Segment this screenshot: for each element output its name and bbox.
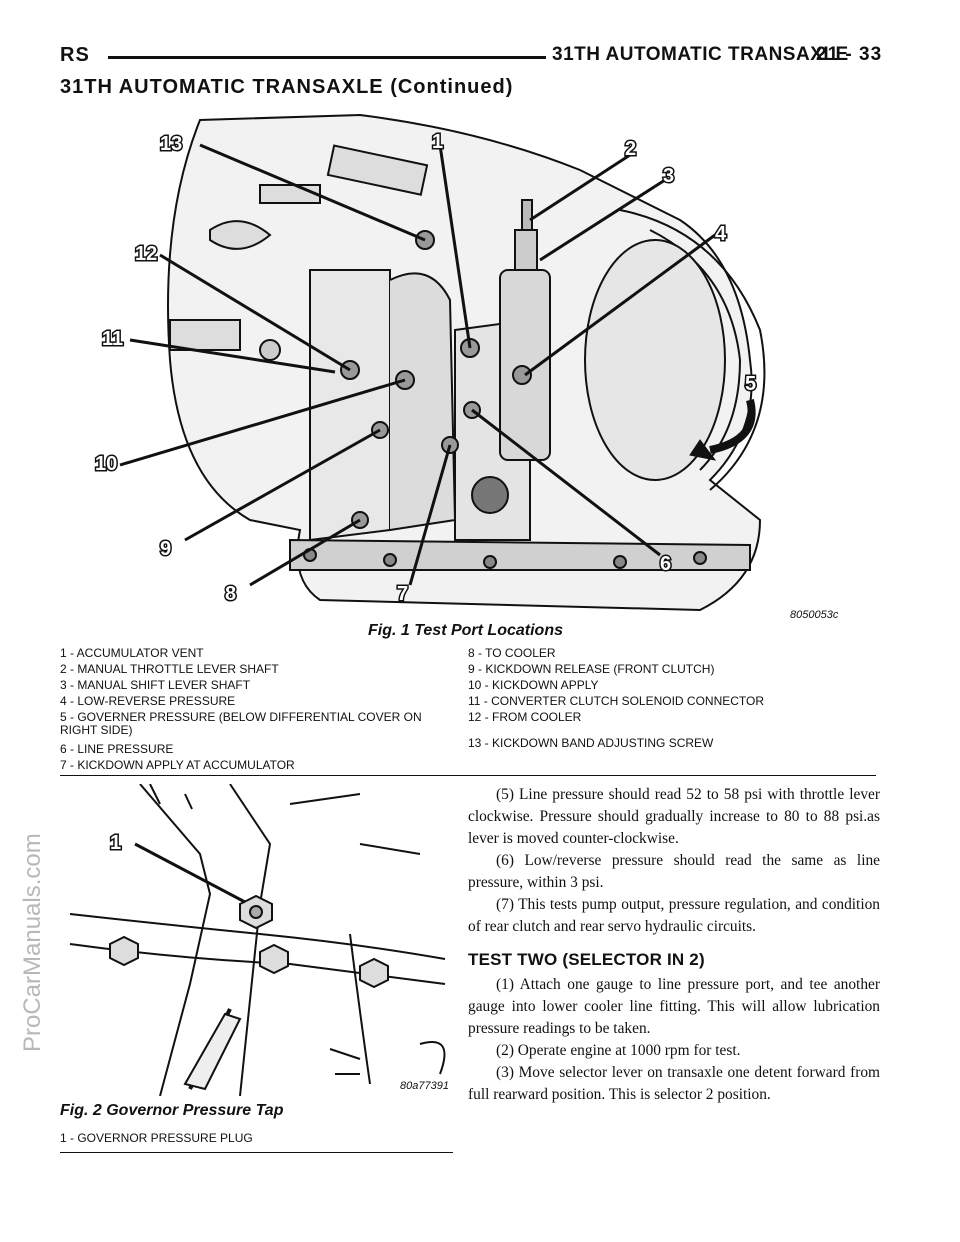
callout-3: 3 [663, 165, 674, 187]
paragraph: (2) Operate engine at 1000 rpm for test. [496, 1042, 741, 1059]
legend-item: 1 - GOVERNOR PRESSURE PLUG [60, 1131, 253, 1145]
callout-2: 2 [625, 138, 636, 160]
section-heading: TEST TWO (SELECTOR IN 2) [468, 950, 705, 969]
watermark: ProCarManuals.com [19, 833, 46, 1052]
body-text-column: (5) Line pressure should read 52 to 58 p… [468, 784, 880, 1106]
callout-6: 6 [660, 553, 671, 575]
figure-2-illustration: 1 80a77391 [69, 784, 449, 1096]
paragraph: (1) Attach one gauge to line pressure po… [468, 976, 880, 1037]
figure-1-illustration: 13 1 2 3 4 12 11 5 10 9 6 8 7 8050053c [94, 113, 839, 621]
callout-9: 9 [160, 538, 171, 560]
legend-item: 2 - MANUAL THROTTLE LEVER SHAFT [60, 662, 279, 676]
callout-5: 5 [745, 373, 756, 395]
callout-11: 11 [102, 328, 123, 350]
callout-1: 1 [432, 131, 443, 153]
callout-10: 10 [95, 453, 117, 475]
legend-item: 13 - KICKDOWN BAND ADJUSTING SCREW [468, 736, 714, 750]
figure-2-caption: Fig. 2 Governor Pressure Tap [60, 1102, 284, 1119]
paragraph: (5) Line pressure should read 52 to 58 p… [468, 786, 880, 847]
legend-item: 11 - CONVERTER CLUTCH SOLENOID CONNECTOR [468, 694, 765, 708]
callout-8: 8 [225, 583, 236, 605]
legend-item: 8 - TO COOLER [468, 646, 556, 660]
figure-2-code: 80a77391 [400, 1080, 449, 1092]
legend-item: 10 - KICKDOWN APPLY [468, 678, 599, 692]
legend-item: 7 - KICKDOWN APPLY AT ACCUMULATOR [60, 758, 295, 772]
callout-4: 4 [715, 223, 727, 245]
legend-item: 6 - LINE PRESSURE [60, 742, 174, 756]
callout-13: 13 [160, 133, 182, 155]
page-header-section-code: RS [60, 44, 90, 66]
callout-7: 7 [397, 583, 408, 605]
figure-1-legend-left: 1 - ACCUMULATOR VENT 2 - MANUAL THROTTLE… [60, 645, 460, 773]
paragraph: (3) Move selector lever on transaxle one… [468, 1064, 880, 1103]
callout-12: 12 [135, 243, 157, 265]
figure-1-rule [60, 775, 876, 776]
figure-1-code: 8050053c [790, 609, 839, 621]
page-number: 21 - 33 [816, 44, 883, 65]
figure-1-caption: Fig. 1 Test Port Locations [368, 622, 563, 639]
legend-item: 4 - LOW-REVERSE PRESSURE [60, 694, 236, 708]
page-header-title: 31TH AUTOMATIC TRANSAXLE [552, 44, 849, 65]
figure-1-legend-right: 8 - TO COOLER 9 - KICKDOWN RELEASE (FRON… [468, 645, 878, 751]
paragraph: (6) Low/reverse pressure should read the… [468, 852, 880, 891]
fig2-callout-1: 1 [110, 832, 121, 854]
legend-item: RIGHT SIDE) [60, 723, 133, 737]
legend-item: 9 - KICKDOWN RELEASE (FRONT CLUTCH) [468, 662, 715, 676]
legend-item: 12 - FROM COOLER [468, 710, 582, 724]
legend-item: 5 - GOVERNER PRESSURE (BELOW DIFFERENTIA… [60, 710, 422, 724]
legend-item: 1 - ACCUMULATOR VENT [60, 646, 204, 660]
figure-2-rule [60, 1152, 453, 1153]
legend-item: 3 - MANUAL SHIFT LEVER SHAFT [60, 678, 251, 692]
svg-text:ProCarManuals.com: ProCarManuals.com [19, 833, 46, 1052]
section-heading-continued: 31TH AUTOMATIC TRANSAXLE (Continued) [60, 76, 514, 98]
figure-2-legend: 1 - GOVERNOR PRESSURE PLUG [60, 1130, 450, 1146]
paragraph: (7) This tests pump output, pressure reg… [468, 896, 880, 935]
header-rule [108, 56, 546, 59]
